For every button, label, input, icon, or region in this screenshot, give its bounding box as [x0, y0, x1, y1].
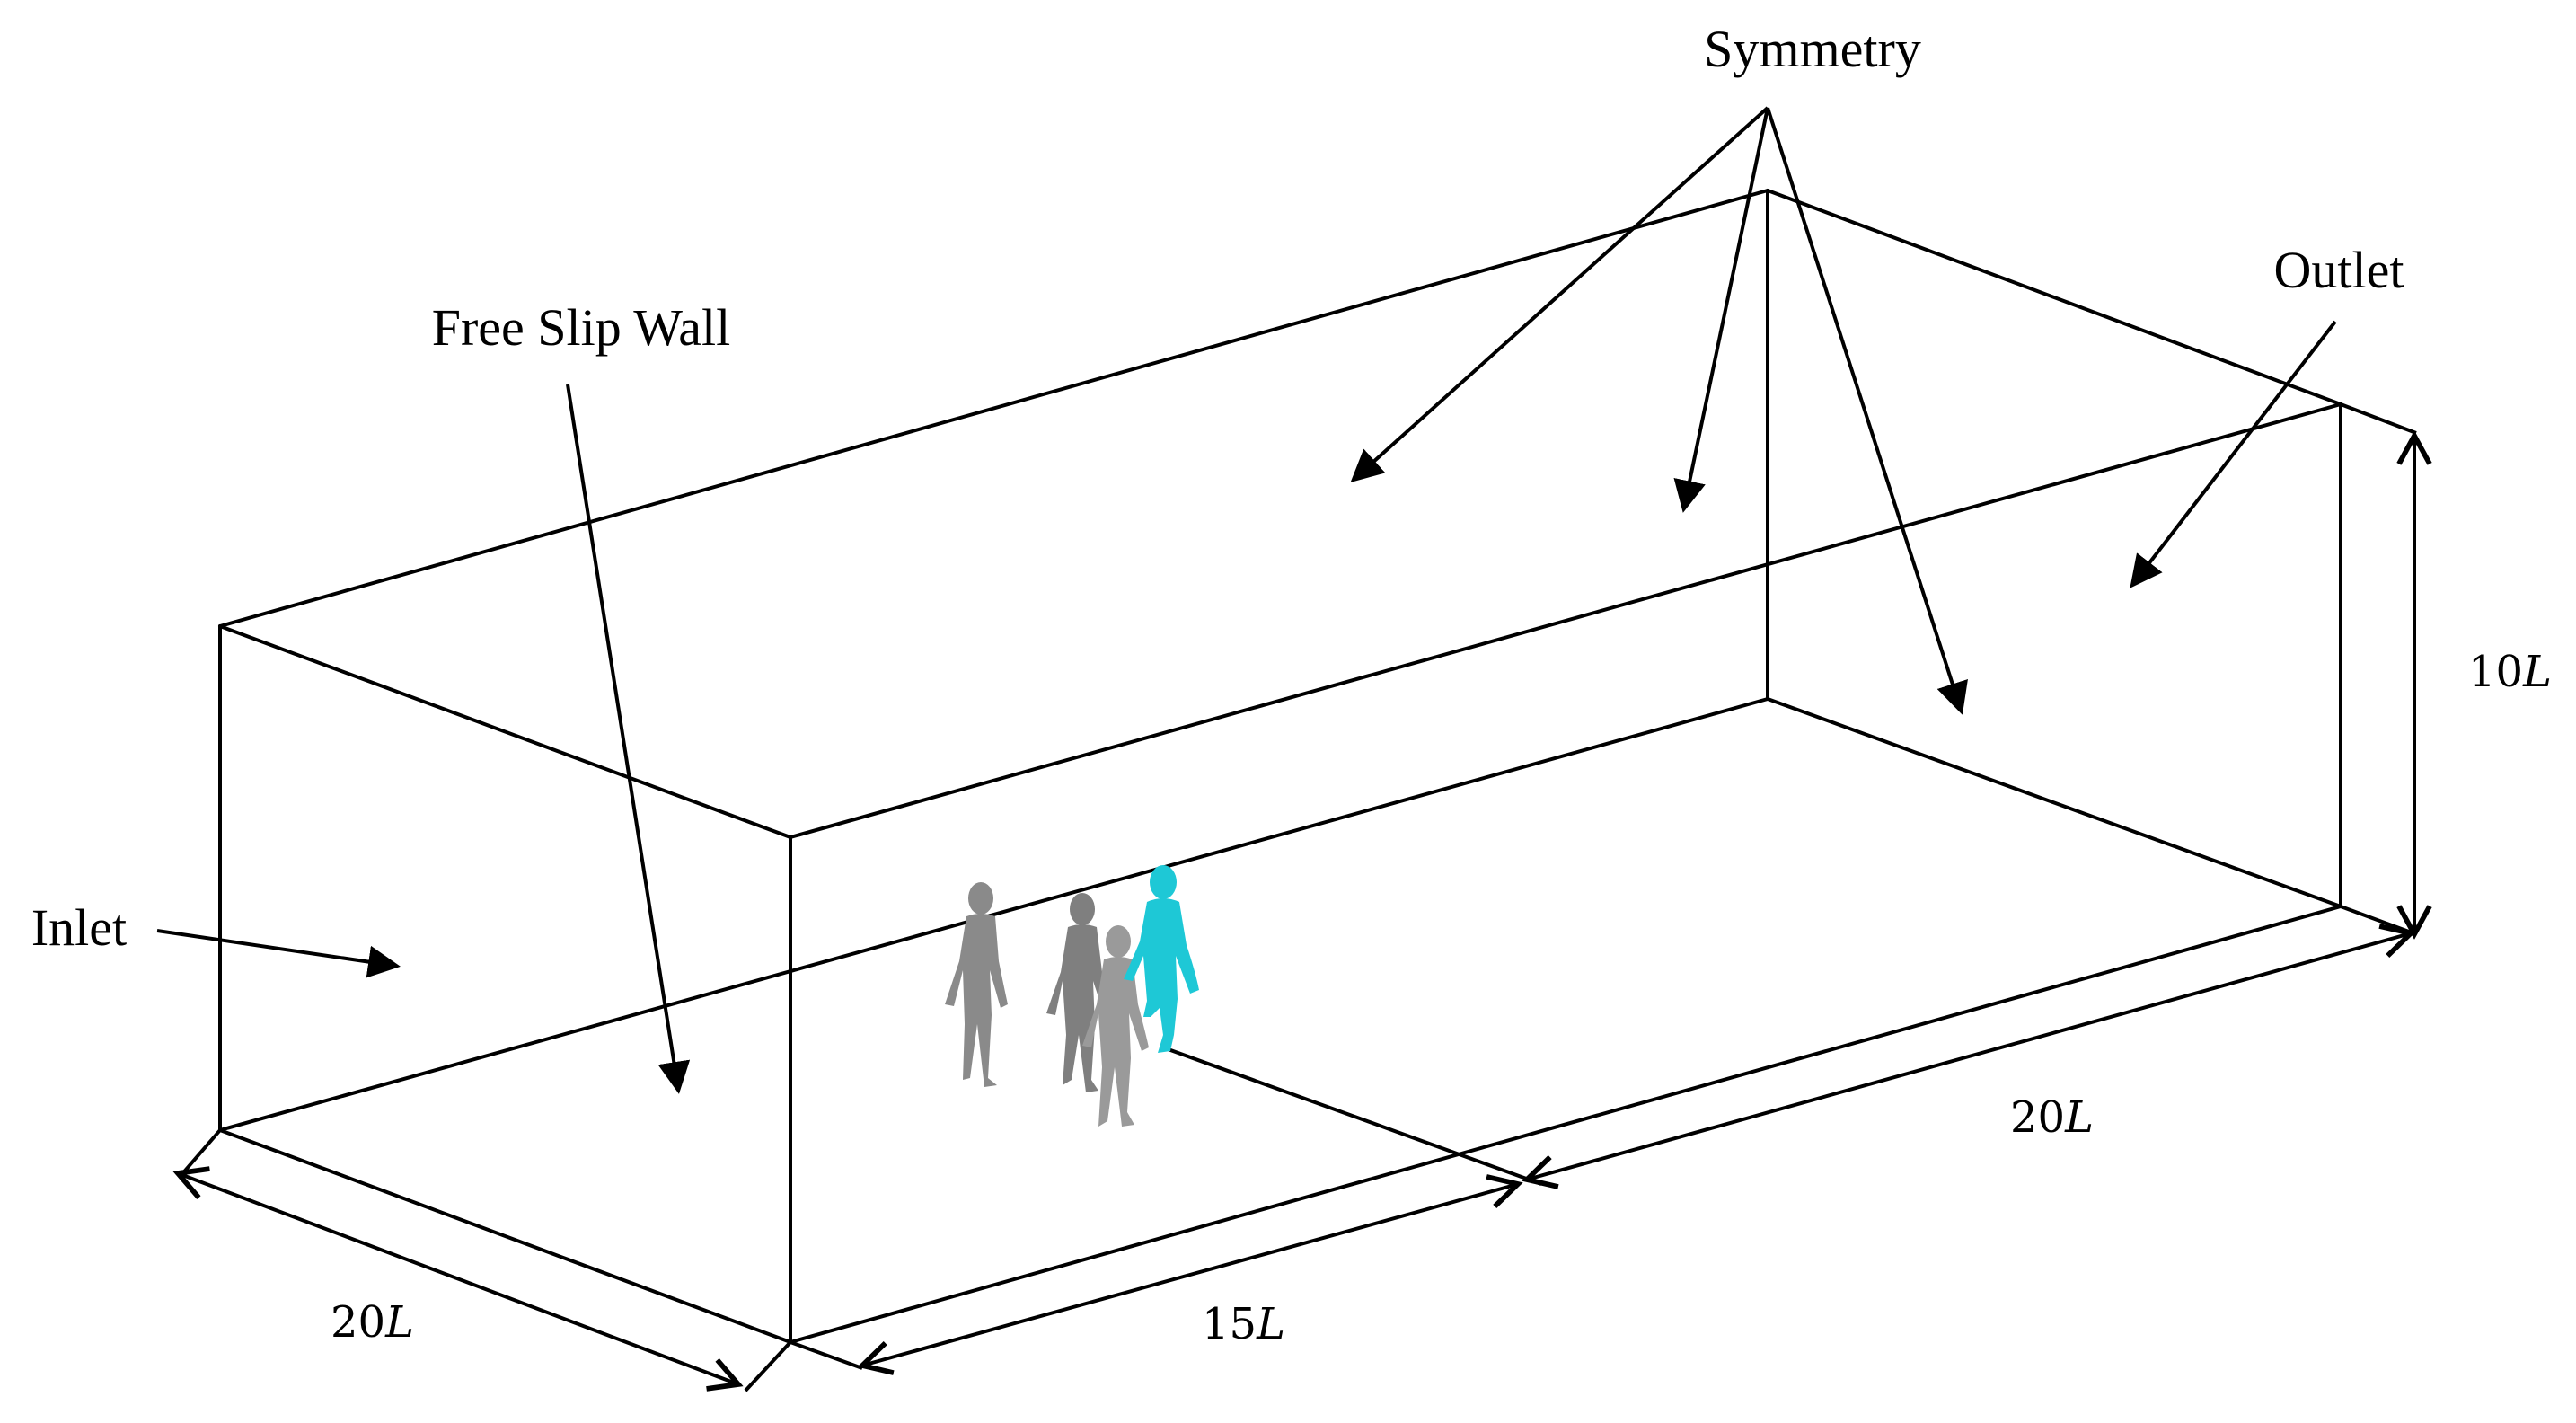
- dimension-arrows: [178, 402, 2417, 1392]
- text-labels: Symmetry Outlet Free Slip Wall Inlet 10L…: [31, 20, 2552, 1349]
- dim-downstream-tick-right: [2340, 905, 2417, 936]
- box-edge-inlet-top: [218, 624, 792, 839]
- dim-height-label: 10L: [2468, 647, 2552, 697]
- dim-upstream-tick-left: [790, 1340, 863, 1370]
- runner-gray-3: [1082, 925, 1149, 1127]
- outlet-label: Outlet: [2274, 241, 2404, 299]
- dim-width-tick-right: [744, 1340, 792, 1392]
- symmetry-arrow-top-face: [1350, 106, 1769, 483]
- runner-cyan-target: [1124, 865, 1199, 1053]
- dim-upstream-label: 15L: [1202, 1299, 1285, 1349]
- dim-runner-position-line: [1162, 1046, 1542, 1186]
- runner-gray-1: [945, 882, 1008, 1087]
- inlet-arrow: [156, 929, 401, 978]
- callout-arrows: [156, 106, 2337, 1094]
- dim-downstream-label: 20L: [2010, 1092, 2094, 1143]
- box-edge-front-top: [789, 402, 2342, 839]
- box-edge-back-top-left: [218, 189, 1769, 628]
- outlet-arrow: [2130, 320, 2337, 588]
- symmetry-arrow-side-face: [1766, 107, 1968, 715]
- dim-width-label: 20L: [331, 1297, 414, 1348]
- free-slip-wall-arrow: [566, 384, 691, 1094]
- dim-height-tick-top: [2340, 402, 2417, 435]
- domain-box: [218, 189, 2342, 1344]
- free-slip-wall-label: Free Slip Wall: [432, 298, 731, 357]
- box-edge-back-bottom-left: [218, 697, 1769, 1132]
- dim-upstream-arrow: [862, 1184, 1518, 1366]
- symmetry-label: Symmetry: [1704, 20, 1921, 78]
- box-edge-front-bottom: [789, 905, 2342, 1344]
- box-edge-inlet-bottom: [218, 1128, 792, 1344]
- dim-width-tick-left: [178, 1128, 222, 1179]
- runners-group: [945, 865, 1199, 1127]
- runner-gray-2: [1046, 893, 1113, 1092]
- box-edge-back-top-right: [1766, 189, 2342, 406]
- symmetry-arrow-back-face: [1673, 107, 1769, 513]
- inlet-label: Inlet: [31, 898, 127, 957]
- box-edge-back-bottom-right: [1766, 697, 2342, 908]
- dim-width-arrow: [178, 1173, 738, 1384]
- dim-downstream-arrow: [1527, 933, 2411, 1180]
